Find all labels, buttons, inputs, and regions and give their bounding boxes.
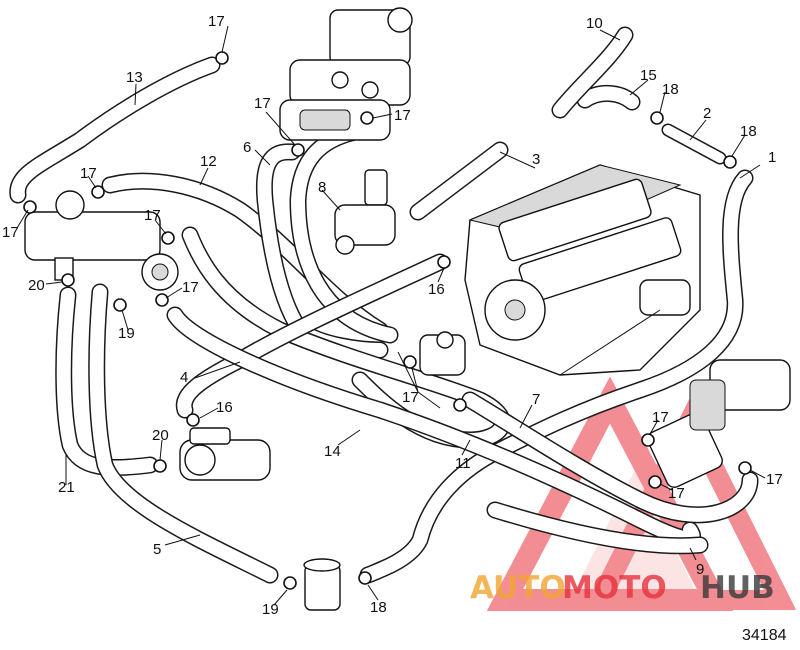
- exhaust-manifold-right: [647, 359, 791, 488]
- callout-13: 13: [126, 69, 143, 86]
- callout-12: 12: [200, 153, 217, 170]
- svg-text:MOTO: MOTO: [562, 570, 667, 606]
- callout-14: 14: [324, 443, 341, 460]
- callout-15: 15: [640, 67, 657, 84]
- callout-16-pump: 16: [216, 399, 233, 416]
- callout-17-f: 17: [144, 207, 161, 224]
- clamps: [23, 51, 752, 590]
- callout-19-b: 19: [262, 601, 279, 618]
- callout-10: 10: [586, 15, 603, 32]
- thermostat-housing-bottom: [303, 558, 341, 611]
- callout-17-i: 17: [652, 409, 669, 426]
- callout-17-j: 17: [668, 485, 685, 502]
- engine-block: [464, 164, 701, 376]
- thermostat-8: [334, 169, 396, 255]
- callout-17-c: 17: [394, 107, 411, 124]
- callout-20-a: 20: [28, 277, 45, 294]
- svg-text:AUTO: AUTO: [470, 570, 566, 606]
- callout-20-b: 20: [152, 427, 169, 444]
- callout-17-b: 17: [254, 95, 271, 112]
- callout-3: 3: [532, 151, 540, 168]
- callout-19-a: 19: [118, 325, 135, 342]
- callout-7: 7: [532, 391, 540, 408]
- callout-2: 2: [703, 105, 711, 122]
- water-distribution-housing: [419, 331, 466, 376]
- callout-6: 6: [243, 139, 251, 156]
- callout-17-d: 17: [80, 165, 97, 182]
- thermostat-housing-top: [279, 7, 413, 141]
- callout-17-e: 17: [2, 224, 19, 241]
- water-pump: [179, 427, 271, 481]
- callout-21: 21: [58, 479, 75, 496]
- callout-labels: 1 2 3 4 5 6 7 8 9 10 11 12 13 14 15 16 1…: [2, 13, 783, 618]
- callout-1: 1: [768, 149, 776, 166]
- svg-text:HUB: HUB: [700, 570, 775, 606]
- heat-exchanger: [24, 190, 179, 291]
- watermark-text: AUTO MOTO HUB: [470, 570, 775, 606]
- callout-5: 5: [153, 541, 161, 558]
- callout-17-h: 17: [402, 389, 419, 406]
- callout-18-c: 18: [370, 599, 387, 616]
- callout-4: 4: [180, 369, 188, 386]
- figure-number: 34184: [742, 627, 787, 644]
- callout-16-engine: 16: [428, 281, 445, 298]
- callout-8: 8: [318, 179, 326, 196]
- callout-11: 11: [455, 455, 471, 472]
- callout-9: 9: [696, 561, 704, 578]
- callout-18-a: 18: [662, 81, 679, 98]
- callout-17-a: 17: [208, 13, 225, 30]
- callout-17-g: 17: [182, 279, 199, 296]
- callout-18-b: 18: [740, 123, 757, 140]
- callout-17-k: 17: [766, 471, 783, 488]
- hoses: [9, 26, 759, 584]
- leader-lines: [16, 25, 766, 606]
